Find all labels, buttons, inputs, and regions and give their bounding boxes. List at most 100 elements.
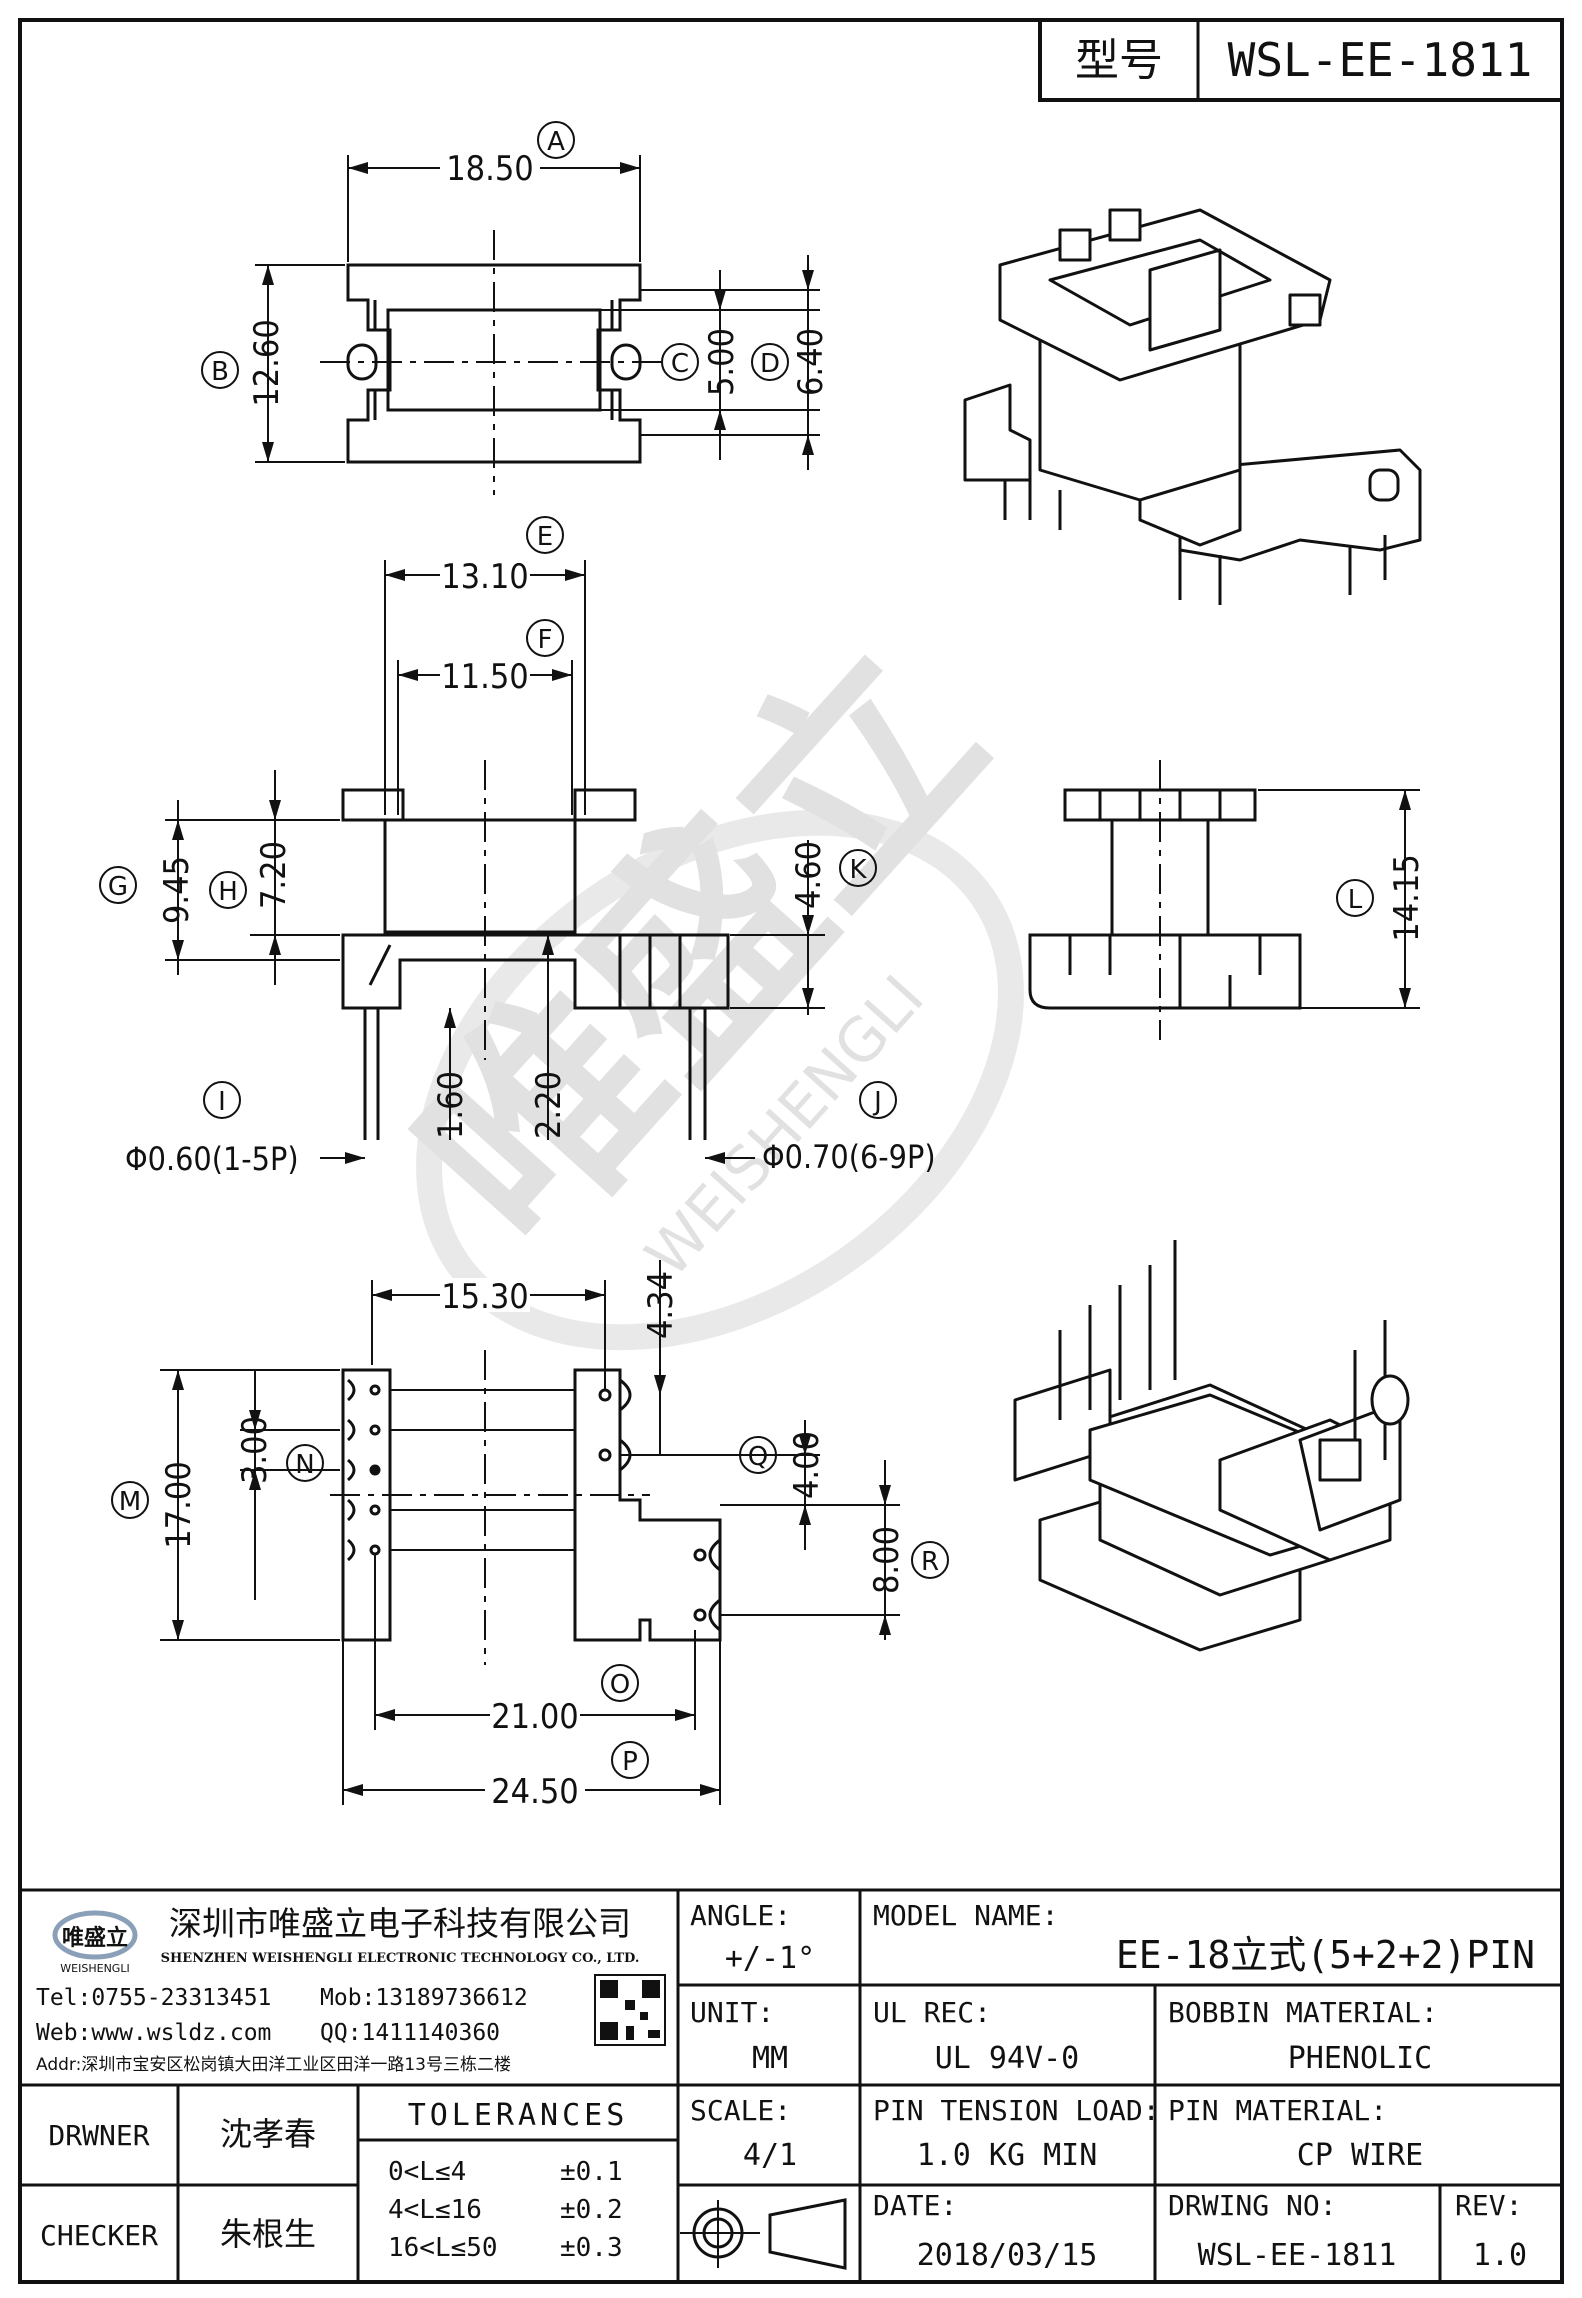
dim-m-value: 17.00	[159, 1461, 199, 1549]
dim-l: 14.15 L	[1258, 789, 1427, 1009]
pin-tension-label: PIN TENSION LOAD:	[873, 2094, 1160, 2127]
dim-o-label: O	[610, 1670, 630, 1700]
unit-value: MM	[752, 2041, 788, 2076]
ul-rec-label: UL REC:	[873, 1996, 991, 2029]
dim-top-small-value: 4.34	[641, 1271, 681, 1339]
dim-h-value: 7.20	[254, 841, 294, 909]
isometric-view-top	[963, 208, 1422, 605]
company-logo-sub: WEISHENGLI	[60, 1962, 129, 1975]
dim-a-value: 18.50	[446, 149, 534, 189]
rev-label: REV:	[1455, 2189, 1522, 2222]
dim-p-value: 24.50	[491, 1772, 579, 1812]
dim-m: 17.00 M	[111, 1369, 340, 1641]
dim-n-value: 3.00	[235, 1416, 275, 1484]
side-view	[1028, 760, 1302, 1040]
company-qq: QQ:1411140360	[320, 2020, 500, 2046]
drawing-no-label: DRWING NO:	[1168, 2189, 1337, 2222]
drawer-value: 沈孝春	[220, 2115, 316, 2153]
dim-g-value: 9.45	[157, 856, 197, 924]
tolerance-value-3: ±0.3	[560, 2233, 623, 2263]
dim-q-label: Q	[748, 1442, 768, 1472]
model-name-value: EE-18立式(5+2+2)PIN	[1116, 1933, 1535, 1977]
dim-c-value: 5.00	[702, 328, 742, 396]
dim-e-label: E	[537, 522, 553, 552]
company-name-en: SHENZHEN WEISHENGLI ELECTRONIC TECHNOLOG…	[161, 1951, 640, 1966]
scale-value: 4/1	[743, 2138, 797, 2173]
dim-p-label: P	[622, 1747, 638, 1777]
drawing-frame	[18, 18, 1564, 2284]
tolerances-title: TOLERANCES	[408, 2098, 629, 2133]
company-web: Web:www.wsldz.com	[36, 2020, 271, 2046]
tolerance-range-3: 16<L≤50	[388, 2233, 498, 2263]
pin-tension-value: 1.0 KG MIN	[917, 2138, 1098, 2173]
dim-j-length: 2.20	[529, 1071, 569, 1139]
bobbin-material-label: BOBBIN MATERIAL:	[1168, 1996, 1438, 2029]
dim-r-value: 8.00	[867, 1526, 907, 1594]
checker-label: CHECKER	[40, 2219, 158, 2252]
header-box: 型号 WSL-EE-1811	[1038, 18, 1564, 102]
tolerance-value-1: ±0.1	[560, 2157, 623, 2187]
front-view	[341, 760, 730, 1140]
qr-code-icon	[594, 1974, 666, 2046]
dim-r-label: R	[921, 1547, 939, 1577]
company-address: Addr:深圳市宝安区松岗镇大田洋工业区田洋一路13号三栋二楼	[36, 2055, 511, 2075]
dim-i-j: I Φ0.60(1-5P) J Φ0.70(6-9P)	[125, 1081, 936, 1178]
drawer-label: DRWNER	[48, 2119, 149, 2152]
header-model-code: WSL-EE-1811	[1228, 33, 1533, 87]
rev-value: 1.0	[1473, 2238, 1527, 2273]
dim-i-pin-text: Φ0.60(1-5P)	[125, 1140, 299, 1178]
dim-n-label: N	[295, 1450, 314, 1480]
dim-d-value: 6.40	[791, 328, 831, 396]
ul-rec-value: UL 94V-0	[935, 2041, 1080, 2076]
bottom-view	[330, 1350, 722, 1665]
dim-g-label: G	[108, 872, 128, 902]
dim-f: 11.50 F	[397, 619, 573, 815]
dim-b: 12.60 B	[201, 264, 345, 463]
isometric-view-bottom	[1013, 1240, 1410, 1652]
scale-label: SCALE:	[690, 2094, 791, 2127]
dim-f-value: 11.50	[441, 657, 529, 697]
dim-k-label: K	[849, 855, 867, 885]
top-view	[320, 230, 670, 495]
dim-top-extra-value: 15.30	[441, 1277, 529, 1317]
dim-m-label: M	[119, 1487, 141, 1517]
unit-label: UNIT:	[690, 1996, 774, 2029]
dim-pin-lengths: 1.60 2.20	[431, 935, 569, 1140]
dim-b-label: B	[211, 357, 229, 387]
dim-a: 18.50 A	[347, 121, 641, 262]
dim-c-label: C	[671, 349, 689, 379]
company-info: 唯盛立 WEISHENGLI 深圳市唯盛立电子科技有限公司 SHENZHEN W…	[36, 1904, 666, 2075]
title-block	[20, 1888, 1562, 2282]
dim-l-label: L	[1348, 885, 1363, 915]
dim-i-length: 1.60	[431, 1071, 471, 1139]
company-logo-text: 唯盛立	[62, 1925, 128, 1951]
dim-e: 13.10 E	[384, 516, 586, 815]
angle-label: ANGLE:	[690, 1899, 791, 1932]
company-tel: Tel:0755-23313451	[36, 1985, 271, 2011]
dim-h-label: H	[218, 877, 238, 907]
dim-q-value: 4.00	[787, 1431, 827, 1499]
company-mob: Mob:13189736612	[320, 1985, 528, 2011]
angle-value: +/-1°	[725, 1941, 815, 1976]
pin-material-label: PIN MATERIAL:	[1168, 2094, 1387, 2127]
drawing-no-value: WSL-EE-1811	[1198, 2238, 1397, 2273]
dim-o-value: 21.00	[491, 1697, 579, 1737]
company-logo-icon	[52, 1910, 138, 1960]
company-name-cn: 深圳市唯盛立电子科技有限公司	[169, 1904, 631, 1943]
dim-e-value: 13.10	[441, 557, 529, 597]
dim-f-label: F	[538, 625, 553, 655]
checker-value: 朱根生	[220, 2215, 316, 2253]
bobbin-material-value: PHENOLIC	[1288, 2041, 1433, 2076]
dim-k-value: 4.60	[789, 841, 829, 909]
dim-j-pin-text: Φ0.70(6-9P)	[762, 1138, 936, 1176]
dim-g-h: 9.45 7.20 G H	[99, 770, 340, 985]
tolerance-value-2: ±0.2	[560, 2195, 623, 2225]
dim-l-value: 14.15	[1387, 854, 1427, 942]
date-label: DATE:	[873, 2189, 957, 2222]
date-value: 2018/03/15	[917, 2238, 1098, 2273]
dim-k: 4.60 K	[730, 840, 877, 1015]
dim-q-r: 4.00 Q 8.00 R	[620, 1420, 949, 1640]
dim-o: 21.00 O	[374, 1555, 696, 1737]
dim-a-label: A	[547, 127, 565, 157]
